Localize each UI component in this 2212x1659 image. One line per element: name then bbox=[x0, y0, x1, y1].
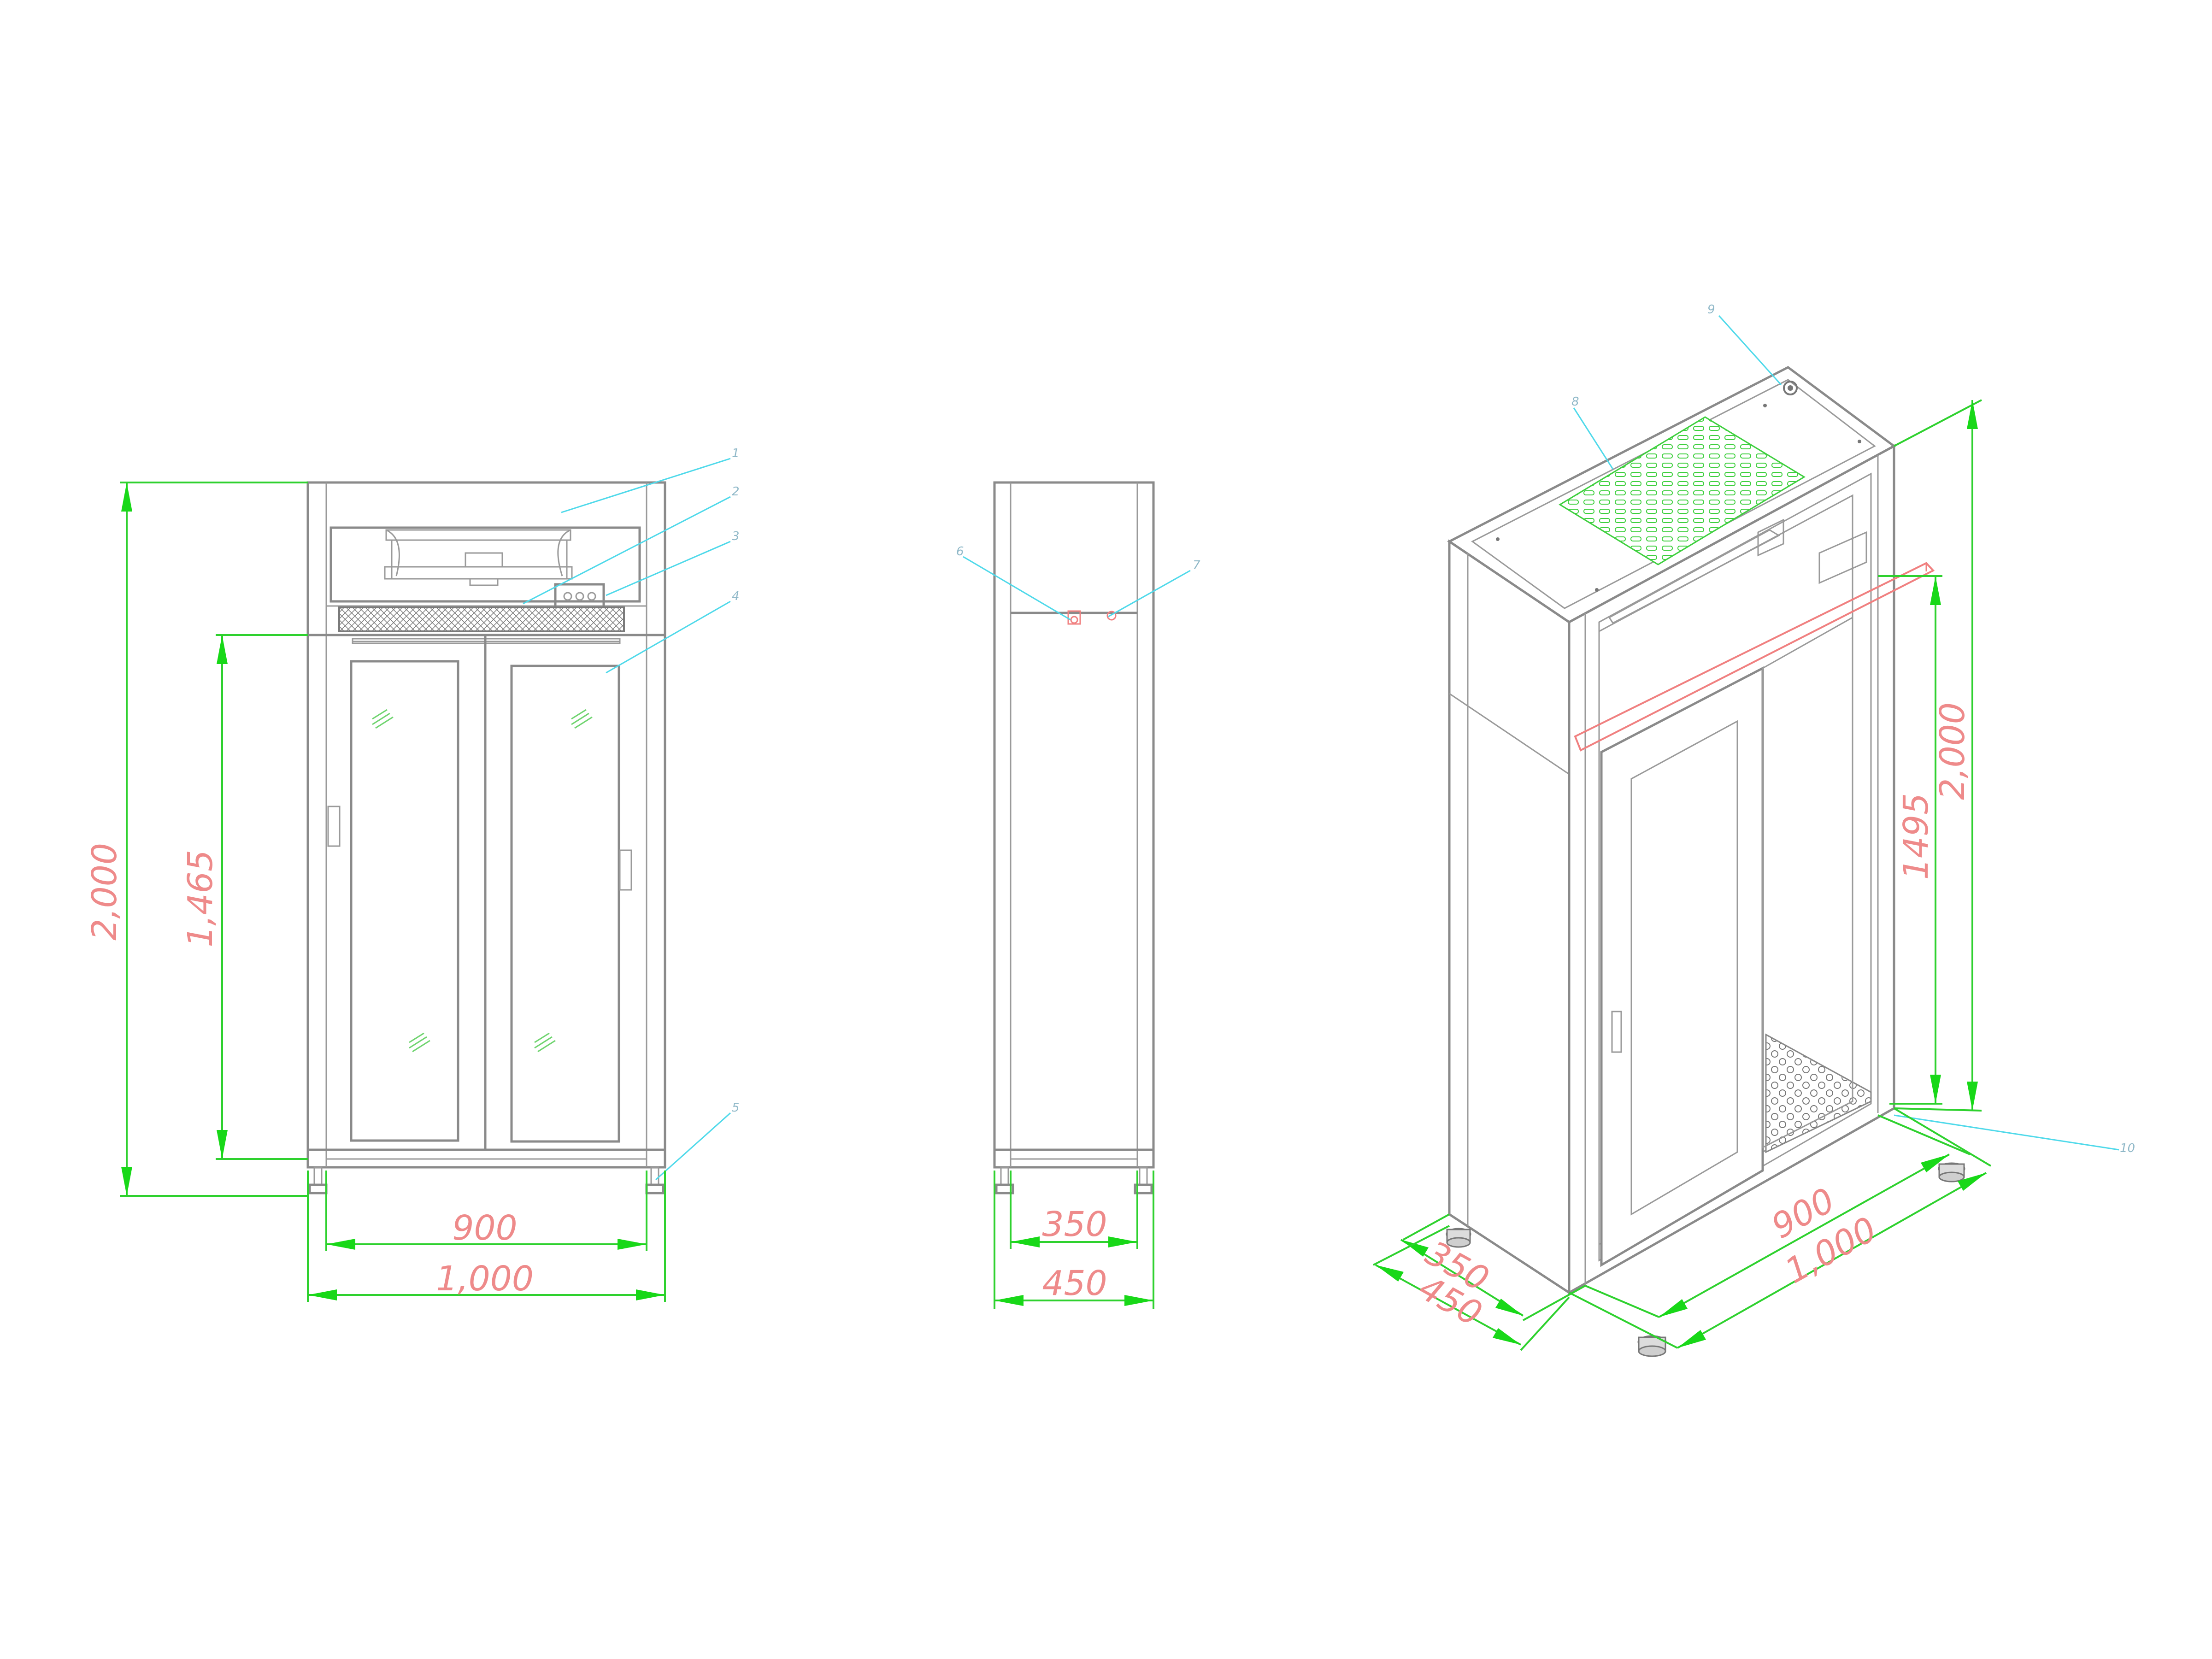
iso-dimensions bbox=[1373, 399, 1992, 1351]
iso-view: 9 8 10 bbox=[1373, 303, 2135, 1357]
dim-front-width-total: 1,000 bbox=[436, 1259, 534, 1299]
part-label-2: 2 bbox=[732, 485, 740, 499]
dim-front-height-door: 1,465 bbox=[181, 850, 220, 947]
sliding-door-left bbox=[327, 660, 459, 1142]
dim-side-depth-total: 450 bbox=[1042, 1264, 1107, 1303]
control-panel bbox=[554, 583, 605, 610]
perforated-floor bbox=[1765, 1033, 1872, 1153]
fan-unit bbox=[384, 529, 573, 586]
part-label-1: 1 bbox=[732, 447, 740, 460]
part-label-9: 9 bbox=[1707, 303, 1715, 317]
part-label-5: 5 bbox=[732, 1101, 740, 1115]
part-label-8: 8 bbox=[1571, 395, 1579, 409]
hepa-filter bbox=[338, 606, 625, 632]
front-dimensions bbox=[120, 482, 666, 1302]
dim-side-depth-inner: 350 bbox=[1042, 1205, 1107, 1244]
side-view: 6 7 350 450 bbox=[956, 481, 1200, 1309]
part-label-6: 6 bbox=[956, 545, 964, 559]
side-feet bbox=[995, 1166, 1153, 1194]
dim-iso-height-total: 2,000 bbox=[1933, 702, 1972, 800]
dim-iso-height-door: 1495 bbox=[1896, 793, 1936, 880]
leveling-feet bbox=[308, 1166, 665, 1194]
red-highlight-bar bbox=[1574, 562, 1935, 752]
side-fittings bbox=[1067, 610, 1117, 625]
sliding-door-right bbox=[510, 665, 632, 1143]
dim-front-height-total: 2,000 bbox=[85, 843, 124, 941]
part-label-10: 10 bbox=[2120, 1141, 2135, 1155]
iso-sliding-door bbox=[1600, 616, 1853, 1267]
side-dimensions bbox=[994, 1171, 1154, 1309]
part-label-4: 4 bbox=[732, 589, 740, 603]
front-view: 1 2 3 4 5 2,000 1,465 bbox=[85, 447, 740, 1302]
iso-lamp-panel bbox=[1608, 518, 1867, 624]
dim-front-width-inner: 900 bbox=[452, 1208, 517, 1248]
part-label-3: 3 bbox=[732, 529, 740, 543]
top-air-grille bbox=[1559, 416, 1806, 565]
part-label-7: 7 bbox=[1193, 559, 1200, 572]
